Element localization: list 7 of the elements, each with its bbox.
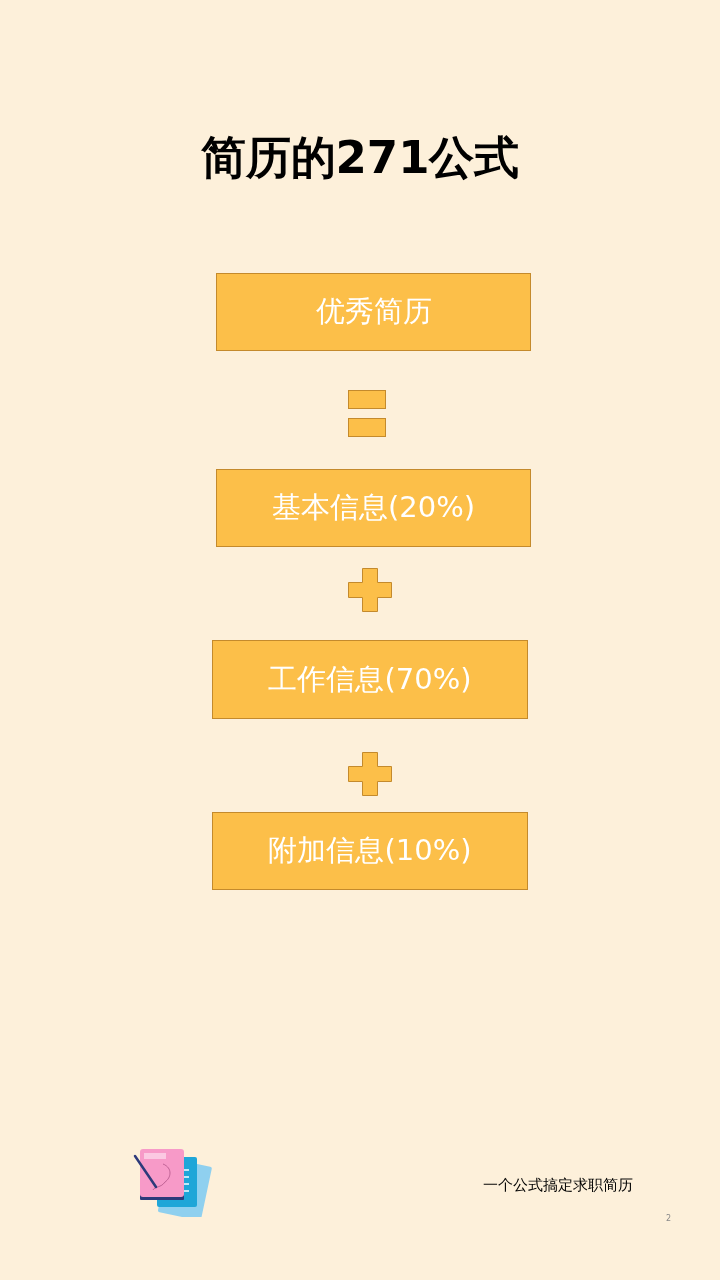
term-box: 附加信息(10%) — [212, 812, 528, 890]
term-box: 工作信息(70%) — [212, 640, 528, 719]
term-box: 基本信息(20%) — [216, 469, 531, 547]
term-box: 优秀简历 — [216, 273, 531, 351]
subtitle: 一个公式搞定求职简历 — [483, 1176, 633, 1195]
title: 简历的271公式 — [199, 130, 521, 186]
page-number: 2 — [666, 1214, 672, 1223]
